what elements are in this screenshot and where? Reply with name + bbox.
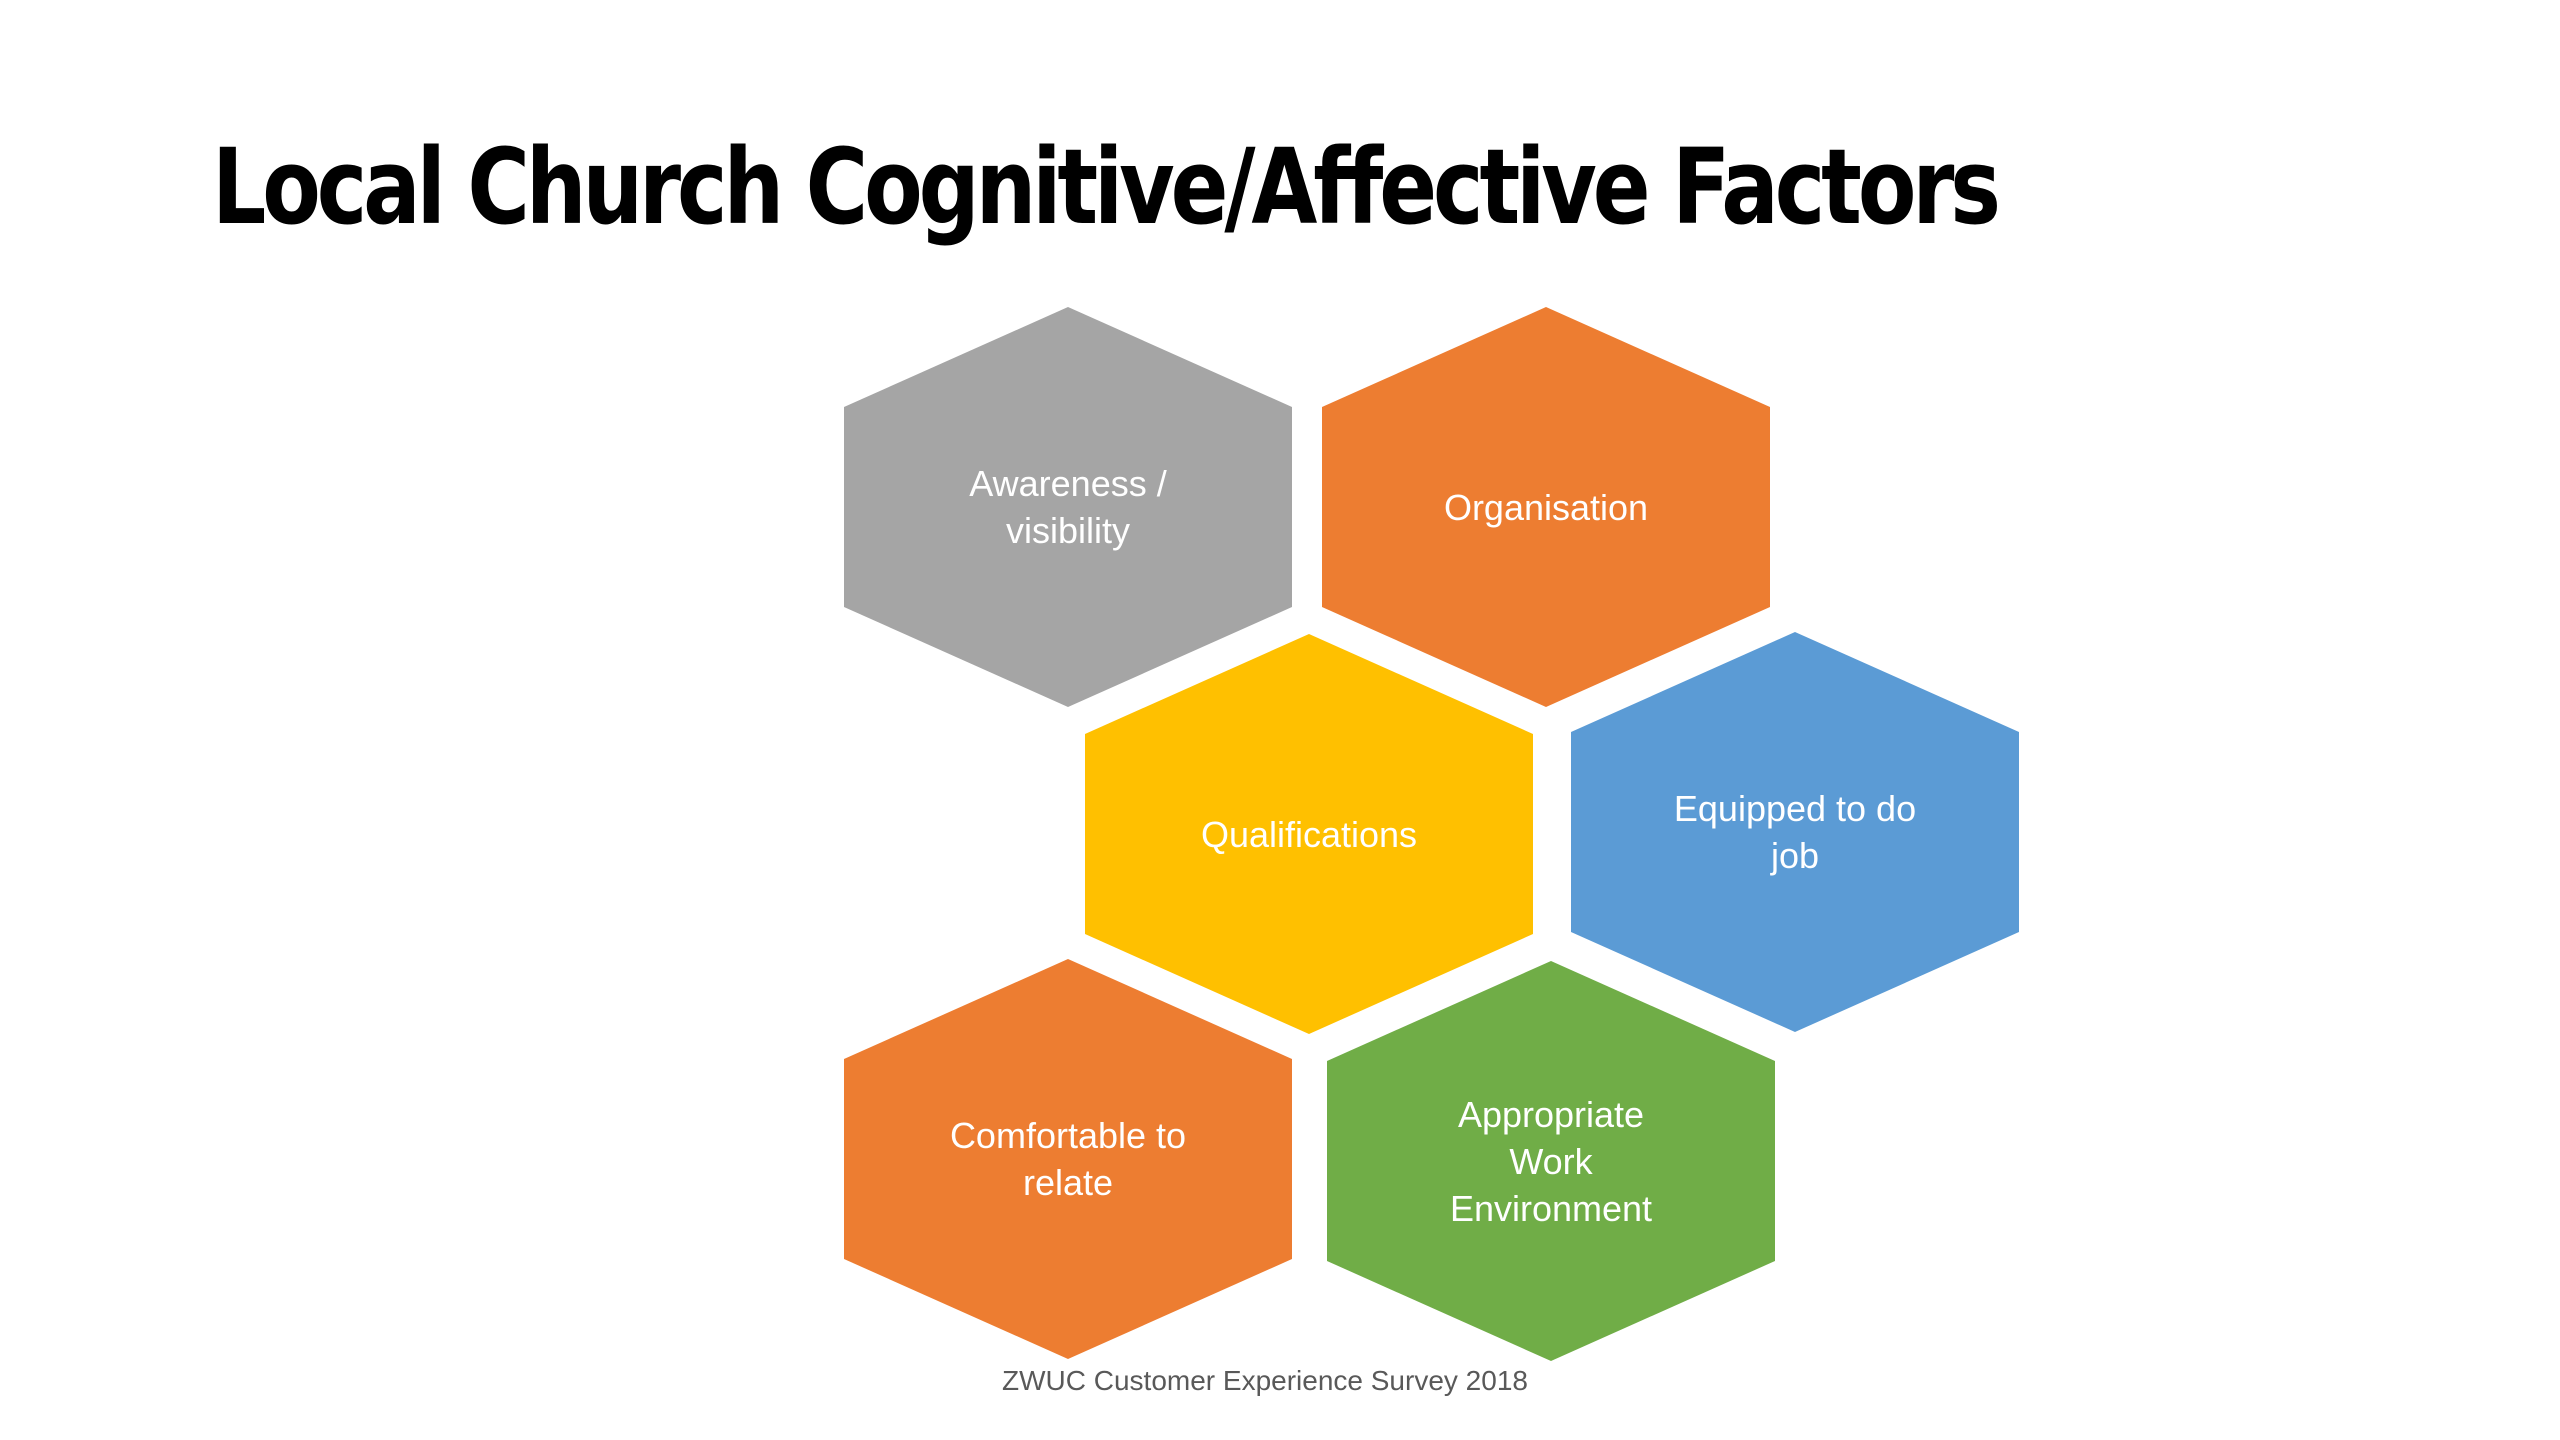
hexagon-label: Awareness / visibility	[969, 463, 1167, 551]
hexagon-label: Comfortable to relate	[949, 1115, 1187, 1203]
slide-title: Local Church Cognitive/Affective Factors	[212, 126, 2001, 248]
hexagon-appropriate-work-environment: Appropriate Work Environment	[1327, 961, 1775, 1361]
hexagon-label: Organisation	[1443, 486, 1649, 528]
hexagon-equipped-to-do-job: Equipped to do job	[1571, 632, 2019, 1032]
hexagon-label: Appropriate Work Environment	[1449, 1093, 1653, 1229]
hexagon-label: Equipped to do job	[1673, 788, 1917, 876]
hexagon-qualifications: Qualifications	[1085, 634, 1533, 1034]
hexagon-awareness-visibility: Awareness / visibility	[844, 307, 1292, 707]
hexagon-comfortable-to-relate: Comfortable to relate	[844, 959, 1292, 1359]
hexagon-organisation: Organisation	[1322, 307, 1770, 707]
hexagon-label: Qualifications	[1200, 813, 1418, 855]
slide-footer: ZWUC Customer Experience Survey 2018	[1002, 1365, 1528, 1396]
